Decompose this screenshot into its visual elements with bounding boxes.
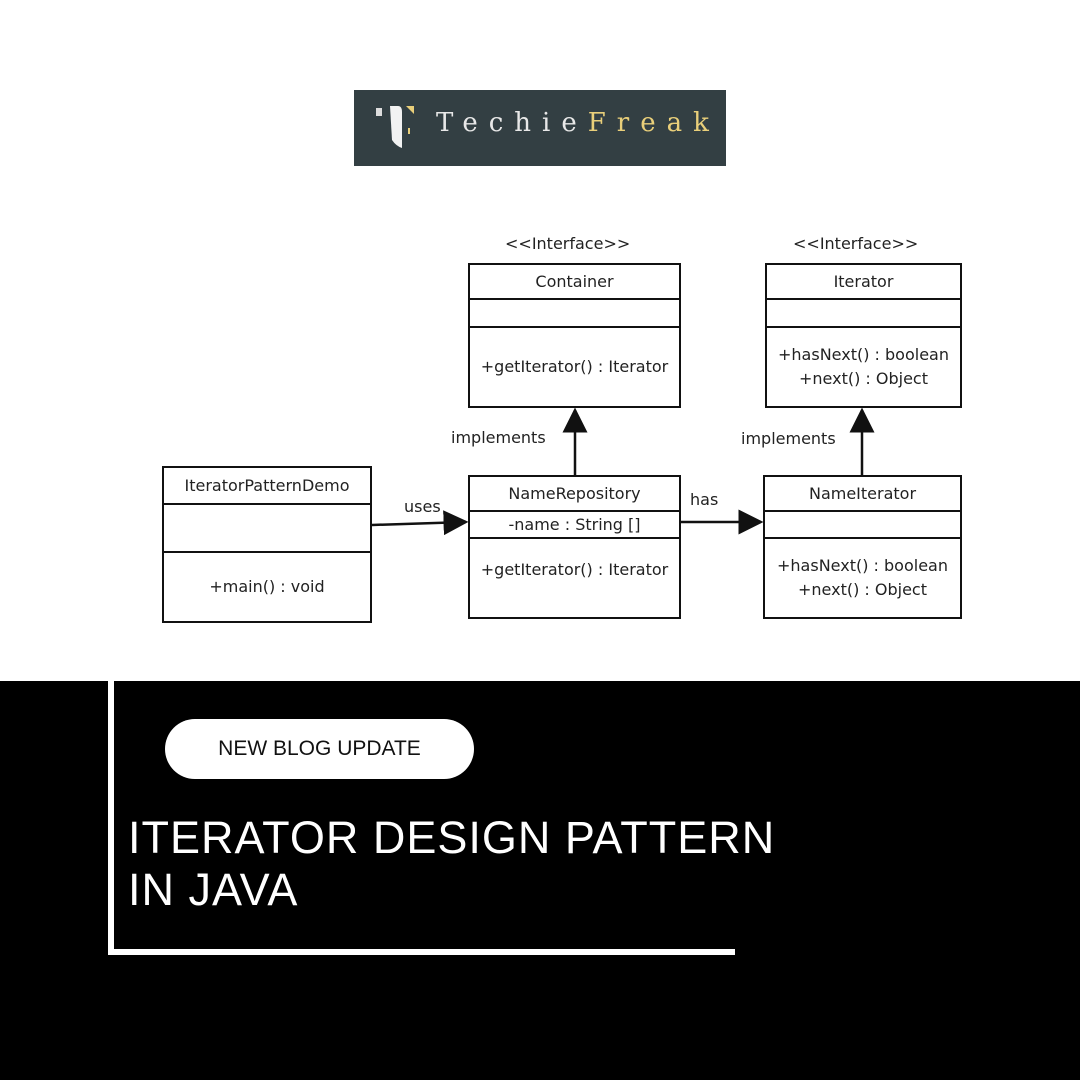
class-name: NameRepository	[508, 483, 641, 503]
class-methods: +hasNext() : boolean+next() : Object	[778, 345, 949, 388]
class-container: Container +getIterator() : Iterator	[468, 263, 681, 408]
stereotype-container: <<Interface>>	[505, 234, 631, 253]
has-label: has	[690, 490, 719, 509]
class-name: Iterator	[833, 271, 894, 291]
logo-text: TechieFreak	[436, 108, 720, 138]
logo-mark-icon	[376, 106, 414, 148]
class-iterator: Iterator +hasNext() : boolean+next() : O…	[765, 263, 962, 408]
diagram-arrows	[371, 407, 875, 536]
implements-label: implements	[451, 428, 546, 447]
uses-arrow	[371, 510, 469, 536]
stereotype-iterator: <<Interface>>	[793, 234, 919, 253]
techiefreak-logo: TechieFreak	[354, 90, 726, 166]
class-method: +main() : void	[209, 577, 325, 596]
class-method: +getIterator() : Iterator	[480, 560, 669, 579]
class-attribute: -name : String []	[508, 515, 641, 534]
frame-line-horizontal	[108, 949, 735, 955]
class-nameiterator: NameIterator +hasNext() : boolean+next()…	[763, 475, 962, 619]
new-blog-update-badge: NEW BLOG UPDATE	[165, 719, 474, 779]
class-iteratorpatterndemo: IteratorPatternDemo +main() : void	[162, 466, 372, 623]
uses-label: uses	[404, 497, 441, 516]
class-method: +getIterator() : Iterator	[480, 357, 669, 376]
class-name: NameIterator	[808, 483, 917, 503]
class-namerepository: NameRepository -name : String [] +getIte…	[468, 475, 681, 619]
class-methods: +hasNext() : boolean+next() : Object	[777, 556, 948, 599]
class-name: Container	[535, 271, 614, 291]
frame-line-vertical	[108, 681, 114, 955]
implements-label: implements	[741, 429, 836, 448]
class-name: IteratorPatternDemo	[184, 475, 350, 495]
